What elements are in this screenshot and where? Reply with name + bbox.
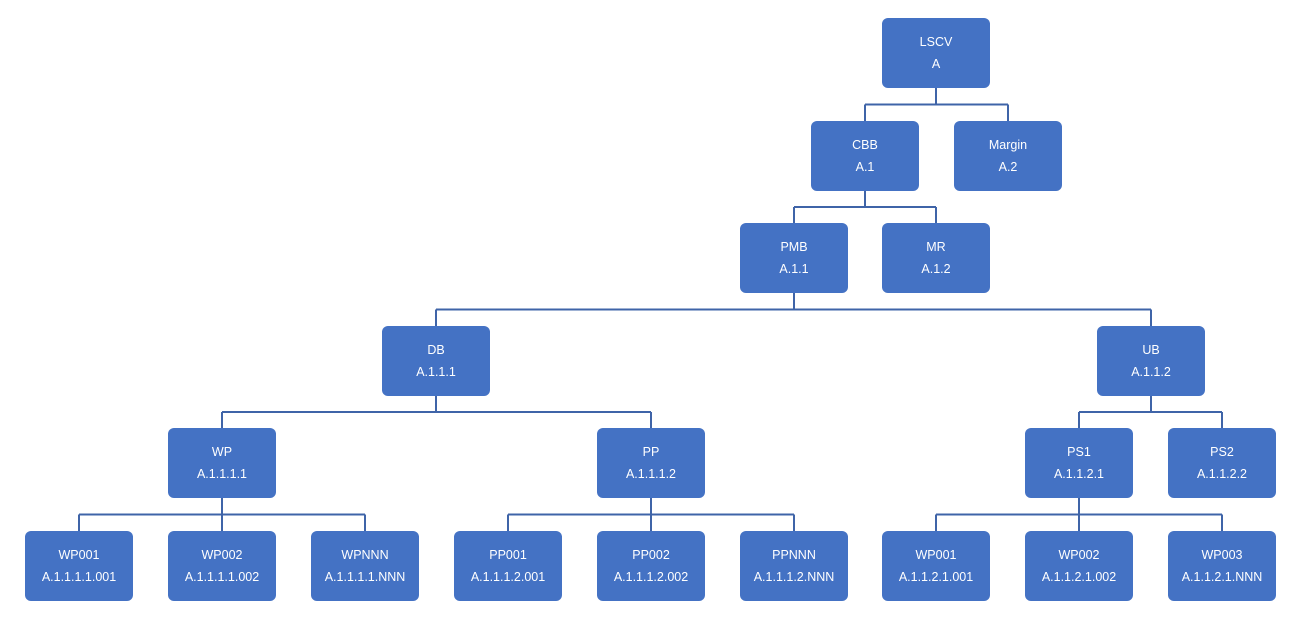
- node-pp002[interactable]: PP002 A.1.1.1.2.002: [597, 531, 705, 601]
- node-pp001[interactable]: PP001 A.1.1.1.2.001: [454, 531, 562, 601]
- node-label: PMB: [780, 240, 808, 254]
- node-wpnnn[interactable]: WPNNN A.1.1.1.1.NNN: [311, 531, 419, 601]
- node-code: A.1: [855, 160, 875, 174]
- node-label: WP002: [1058, 548, 1100, 562]
- node-label: DB: [427, 343, 445, 357]
- node-code: A.2: [998, 160, 1018, 174]
- node-ps1-wp002[interactable]: WP002 A.1.1.2.1.002: [1025, 531, 1133, 601]
- node-label: PP002: [632, 548, 670, 562]
- node-cbb[interactable]: CBB A.1: [811, 121, 919, 191]
- node-label: CBB: [852, 138, 878, 152]
- node-label: PP: [642, 445, 660, 459]
- node-code: A.1.1.1.2: [625, 467, 677, 481]
- node-wp001[interactable]: WP001 A.1.1.1.1.001: [25, 531, 133, 601]
- node-wp002[interactable]: WP002 A.1.1.1.1.002: [168, 531, 276, 601]
- node-ps2[interactable]: PS2 A.1.1.2.2: [1168, 428, 1276, 498]
- node-wp[interactable]: WP A.1.1.1.1: [168, 428, 276, 498]
- node-code: A.1.2: [921, 262, 951, 276]
- node-margin[interactable]: Margin A.2: [954, 121, 1062, 191]
- node-label: UB: [1142, 343, 1160, 357]
- node-code: A.1.1: [779, 262, 809, 276]
- node-pp[interactable]: PP A.1.1.1.2: [597, 428, 705, 498]
- node-label: PPNNN: [772, 548, 816, 562]
- node-pmb[interactable]: PMB A.1.1: [740, 223, 848, 293]
- node-label: PP001: [489, 548, 527, 562]
- node-label: WP001: [915, 548, 957, 562]
- node-code: A.1.1.1.1.NNN: [324, 570, 406, 584]
- node-code: A.1.1.1: [416, 365, 456, 379]
- node-lscv[interactable]: LSCV A: [882, 18, 990, 88]
- node-label: WP002: [201, 548, 243, 562]
- node-ppnnn[interactable]: PPNNN A.1.1.1.2.NNN: [740, 531, 848, 601]
- node-ps1-wp001[interactable]: WP001 A.1.1.2.1.001: [882, 531, 990, 601]
- node-ps1[interactable]: PS1 A.1.1.2.1: [1025, 428, 1133, 498]
- node-label: WP001: [58, 548, 100, 562]
- node-code: A.1.1.1.1.002: [184, 570, 260, 584]
- node-code: A.1.1.1.1.001: [41, 570, 117, 584]
- node-code: A.1.1.2.1.001: [898, 570, 974, 584]
- node-ps1-wp003[interactable]: WP003 A.1.1.2.1.NNN: [1168, 531, 1276, 601]
- node-label: PS2: [1210, 445, 1234, 459]
- node-code: A.1.1.2.2: [1196, 467, 1248, 481]
- node-label: WPNNN: [341, 548, 389, 562]
- node-mr[interactable]: MR A.1.2: [882, 223, 990, 293]
- node-db[interactable]: DB A.1.1.1: [382, 326, 490, 396]
- node-code: A.1.1.1.2.002: [613, 570, 689, 584]
- node-code: A: [931, 57, 941, 71]
- node-label: LSCV: [919, 35, 953, 49]
- node-code: A.1.1.1.1: [196, 467, 248, 481]
- node-label: Margin: [988, 138, 1028, 152]
- node-code: A.1.1.2.1: [1053, 467, 1105, 481]
- node-code: A.1.1.2.1.NNN: [1181, 570, 1263, 584]
- node-code: A.1.1.2.1.002: [1041, 570, 1117, 584]
- node-label: PS1: [1067, 445, 1091, 459]
- node-label: WP003: [1201, 548, 1243, 562]
- node-code: A.1.1.2: [1131, 365, 1171, 379]
- node-ub[interactable]: UB A.1.1.2: [1097, 326, 1205, 396]
- node-label: WP: [211, 445, 233, 459]
- node-code: A.1.1.1.2.NNN: [753, 570, 835, 584]
- node-code: A.1.1.1.2.001: [470, 570, 546, 584]
- node-label: MR: [926, 240, 946, 254]
